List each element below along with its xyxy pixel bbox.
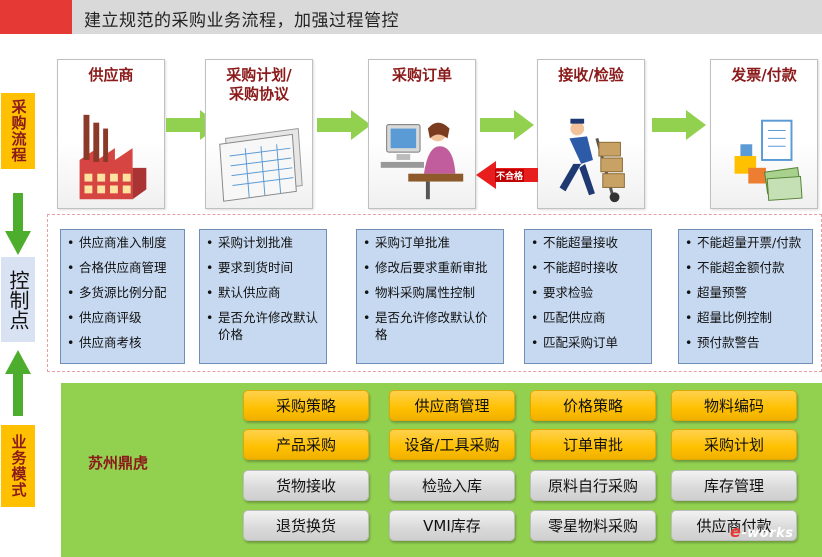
control-item: 不能超量开票/付款 [685, 234, 808, 251]
control-item: 是否允许修改默认价格 [206, 309, 322, 343]
control-item: 匹配供应商 [531, 309, 647, 326]
process-receive: 接收/检验 [537, 59, 645, 209]
control-item: 不能超金额付款 [685, 259, 808, 276]
control-box-invoice: 不能超量开票/付款 不能超金额付款 超量预警 超量比例控制 预付款警告 [678, 229, 813, 364]
mode-item[interactable]: 零星物料采购 [530, 510, 656, 541]
label-control: 控制点 [1, 257, 35, 342]
control-item: 不能超量接收 [531, 234, 647, 251]
mode-item[interactable]: 价格策略 [530, 390, 656, 421]
watermark-text: -works [741, 526, 794, 541]
label-process: 采购流程 [1, 93, 35, 169]
mode-item[interactable]: 产品采购 [243, 429, 369, 460]
control-item: 采购计划批准 [206, 234, 322, 251]
control-item: 要求到货时间 [206, 259, 322, 276]
control-item: 合格供应商管理 [67, 259, 180, 276]
label-mode: 业务模式 [1, 425, 35, 507]
control-box-receive: 不能超量接收 不能超时接收 要求检验 匹配供应商 匹配采购订单 [524, 229, 652, 364]
process-plan: 采购计划/ 采购协议 [205, 59, 313, 209]
mode-item[interactable]: 检验入库 [389, 470, 515, 501]
control-item: 修改后要求重新审批 [363, 259, 499, 276]
control-item: 默认供应商 [206, 284, 322, 301]
mode-item[interactable]: 订单审批 [530, 429, 656, 460]
process-title: 采购计划/ 采购协议 [226, 66, 292, 103]
mode-item[interactable]: 退货换货 [243, 510, 369, 541]
invoice-payment-icon [734, 119, 803, 201]
arrow-right-icon [652, 110, 706, 140]
delivery-worker-icon [559, 118, 625, 203]
process-supplier: 供应商 [57, 59, 165, 209]
document-stack-icon [219, 127, 303, 202]
process-title: 采购订单 [391, 66, 452, 84]
control-item: 多货源比例分配 [67, 284, 180, 301]
mode-item[interactable]: 原料自行采购 [530, 470, 656, 501]
control-item: 物料采购属性控制 [363, 284, 499, 301]
control-box-supplier: 供应商准入制度 合格供应商管理 多货源比例分配 供应商评级 供应商考核 [60, 229, 185, 364]
arrow-right-icon [317, 110, 371, 140]
factory-icon [79, 114, 147, 200]
mode-item[interactable]: 供应商付款 [671, 510, 797, 541]
page-title: 建立规范的采购业务流程，加强过程管控 [84, 11, 399, 31]
computer-operator-icon [380, 122, 464, 200]
company-name: 苏州鼎虎 [88, 454, 149, 472]
watermark-e: e [730, 522, 742, 541]
process-order: 采购订单 [368, 59, 476, 209]
mode-item[interactable]: 采购计划 [671, 429, 797, 460]
process-title: 供应商 [88, 66, 134, 84]
process-invoice: 发票/付款 [710, 59, 818, 209]
title-bar: 建立规范的采购业务流程，加强过程管控 [0, 0, 822, 34]
arrow-up-icon [5, 350, 31, 416]
arrow-right-icon [480, 110, 534, 140]
title-accent [0, 0, 72, 34]
control-item: 供应商准入制度 [67, 234, 180, 251]
mode-item[interactable]: 采购策略 [243, 390, 369, 421]
control-item: 是否允许修改默认价格 [363, 309, 499, 343]
control-item: 要求检验 [531, 284, 647, 301]
control-item: 超量预警 [685, 284, 808, 301]
watermark: e-works [730, 522, 794, 541]
control-item: 不能超时接收 [531, 259, 647, 276]
mode-item[interactable]: 物料编码 [671, 390, 797, 421]
arrow-down-icon [5, 193, 31, 255]
control-item: 预付款警告 [685, 334, 808, 351]
mode-item[interactable]: 库存管理 [671, 470, 797, 501]
control-item: 超量比例控制 [685, 309, 808, 326]
process-title: 接收/检验 [558, 66, 624, 84]
mode-item[interactable]: 货物接收 [243, 470, 369, 501]
control-item: 供应商考核 [67, 334, 180, 351]
mode-item[interactable]: 供应商管理 [389, 390, 515, 421]
control-box-plan: 采购计划批准 要求到货时间 默认供应商 是否允许修改默认价格 [199, 229, 327, 364]
control-item: 供应商评级 [67, 309, 180, 326]
process-title: 发票/付款 [731, 66, 797, 84]
control-box-order: 采购订单批准 修改后要求重新审批 物料采购属性控制 是否允许修改默认价格 [356, 229, 504, 364]
control-item: 采购订单批准 [363, 234, 499, 251]
mode-item[interactable]: 设备/工具采购 [389, 429, 515, 460]
reject-label: 不合格 [495, 169, 525, 182]
mode-item[interactable]: VMI库存 [389, 510, 515, 541]
control-item: 匹配采购订单 [531, 334, 647, 351]
